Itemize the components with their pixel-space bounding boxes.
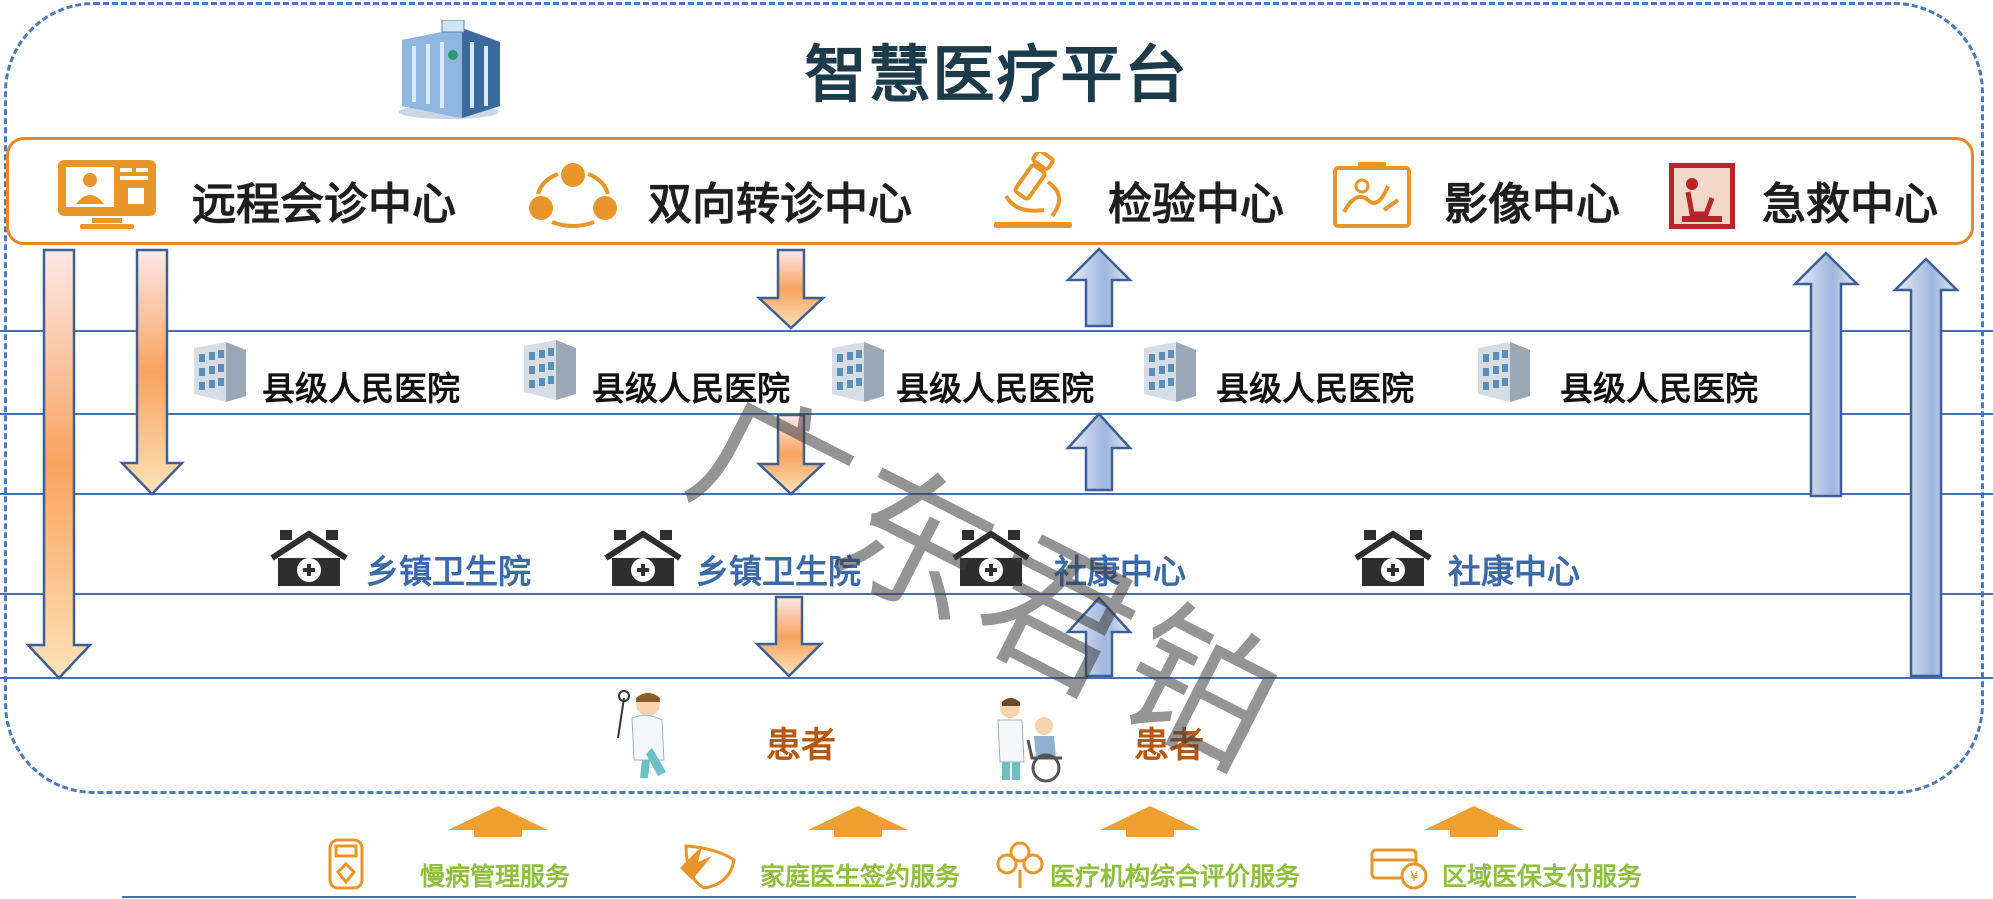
down-arrow [119, 248, 185, 496]
service-label: 慢病管理服务 [420, 862, 571, 891]
emergency-icon [1668, 162, 1736, 230]
center-label-emergency: 急救中心 [1762, 179, 1938, 230]
hospital-label: 县级人民医院 [1216, 369, 1414, 408]
center-label-lab: 检验中心 [1108, 179, 1284, 230]
community-label: 社康中心 [1448, 552, 1580, 591]
township-label: 乡镇卫生院 [366, 552, 531, 591]
hospital-label: 县级人民医院 [1560, 369, 1758, 408]
microscope-icon [990, 149, 1076, 232]
family-doctor-icon [676, 838, 740, 892]
level-divider [0, 330, 1993, 332]
hospital-building-icon [520, 336, 580, 402]
service-up-arrow [808, 806, 908, 837]
service-label: 家庭医生签约服务 [760, 862, 961, 891]
level-divider [0, 593, 1993, 595]
clinic-house-icon [266, 528, 352, 590]
platform-frame [4, 2, 1984, 794]
center-label-imaging: 影像中心 [1444, 179, 1620, 230]
xray-image-icon [1332, 160, 1412, 230]
service-label: 区域医保支付服务 [1442, 862, 1643, 891]
hospital-building-icon [1140, 338, 1200, 404]
service-up-arrow [448, 806, 548, 837]
township-label: 乡镇卫生院 [696, 552, 861, 591]
chronic-care-icon [326, 838, 366, 894]
hospital-label: 县级人民医院 [592, 369, 790, 408]
level-divider [0, 413, 1993, 415]
baseline-divider [122, 896, 1856, 898]
up-arrow [1065, 412, 1133, 492]
level-divider [0, 493, 1993, 495]
center-label-referral: 双向转诊中心 [648, 179, 912, 230]
patient-label: 患者 [1134, 726, 1205, 766]
clinic-house-icon [948, 528, 1034, 590]
page-title: 智慧医疗平台 [804, 38, 1189, 111]
service-up-arrow [1100, 806, 1200, 837]
center-bar [6, 137, 1974, 245]
community-label: 社康中心 [1054, 552, 1186, 591]
down-arrow [755, 413, 827, 496]
hospital-building-icon [190, 338, 250, 404]
down-arrow [25, 248, 93, 680]
clinic-house-icon [1350, 528, 1436, 590]
building-icon [392, 19, 507, 120]
hospital-label: 县级人民医院 [896, 369, 1094, 408]
doctor-patient-icon [604, 688, 674, 784]
clinic-house-icon [600, 528, 686, 590]
down-arrow [755, 248, 827, 330]
up-arrow [1064, 247, 1134, 328]
svg-text:¥: ¥ [1410, 870, 1418, 885]
center-label-remote: 远程会诊中心 [192, 179, 456, 230]
patient-label: 患者 [766, 726, 837, 766]
level-divider [0, 677, 1993, 679]
hospital-building-icon [1474, 338, 1534, 404]
insurance-card-icon: ¥ [1370, 846, 1428, 890]
service-label: 医疗机构综合评价服务 [1050, 862, 1301, 891]
monitor-consultation-icon [56, 158, 158, 230]
evaluation-icon [996, 840, 1044, 890]
hospital-label: 县级人民医院 [262, 369, 460, 408]
up-arrow [1065, 596, 1133, 678]
wheelchair-patient-icon [992, 696, 1072, 784]
up-arrow [1791, 251, 1861, 498]
service-up-arrow [1424, 806, 1524, 837]
up-arrow [1891, 257, 1961, 678]
referral-cycle-icon [528, 162, 618, 230]
hospital-building-icon [828, 338, 888, 404]
down-arrow [753, 595, 825, 678]
